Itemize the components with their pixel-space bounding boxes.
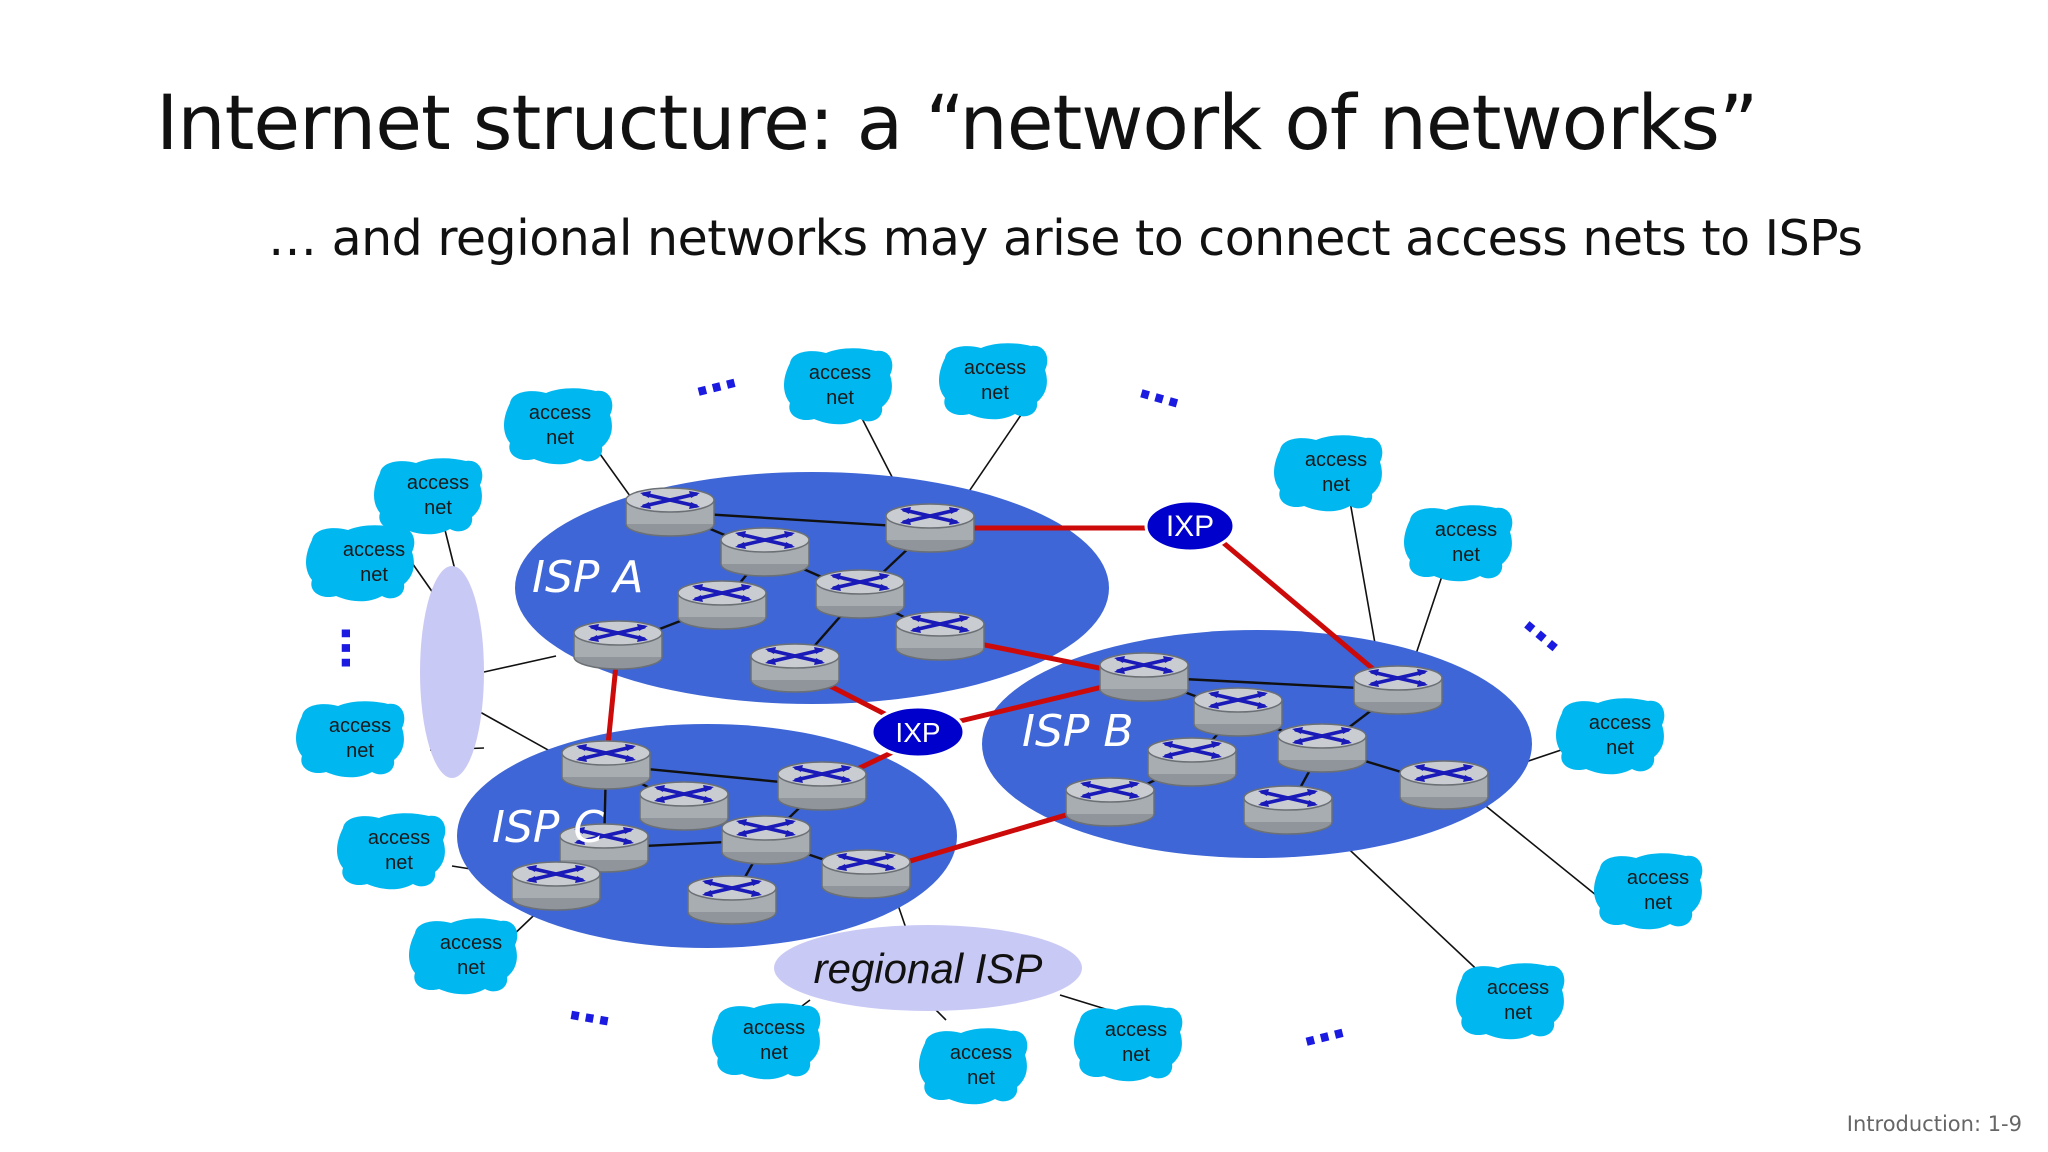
router [719,526,811,578]
access-net: access net [1074,1005,1183,1082]
access-net: access net [1404,505,1513,582]
access-net: access net [504,388,613,465]
access-net: access net [712,1003,821,1080]
router [1242,784,1334,836]
router [1146,736,1238,788]
ellipsis-right: … [1514,595,1580,662]
isp-c-label: ISP C [492,802,604,853]
slide-footer: Introduction: 1-9 [1846,1112,2022,1136]
router [820,848,912,900]
svg-text:net: net [360,564,388,586]
router [510,860,602,912]
access-net: access net [306,525,415,602]
svg-text:access: access [368,827,430,849]
router [638,780,730,832]
svg-text:access: access [964,357,1026,379]
access-net: access net [296,701,405,778]
svg-text:access: access [529,402,591,424]
regional-isp [774,925,1082,1011]
router [686,874,778,926]
slide-title: Internet structure: a “network of networ… [156,78,1758,167]
access-net: access net [337,813,446,890]
isp-b-label: ISP B [1022,706,1134,757]
svg-text:access: access [1589,712,1651,734]
svg-text:net: net [457,957,485,979]
router [1192,686,1284,738]
svg-text:net: net [1606,737,1634,759]
ellipsis-top-left: … [687,347,742,407]
access-net: access net [1274,435,1383,512]
router [572,619,664,671]
svg-text:net: net [1122,1044,1150,1066]
ixp-middle: IXP [870,705,966,759]
svg-text:net: net [760,1042,788,1064]
access-net: access net [1556,698,1665,775]
svg-text:access: access [440,932,502,954]
ixp-top: IXP [1144,499,1236,553]
svg-text:access: access [743,1017,805,1039]
svg-text:net: net [1452,544,1480,566]
svg-text:net: net [967,1067,995,1089]
svg-text:access: access [1435,519,1497,541]
ixp-top-label: IXP [1166,510,1214,543]
access-net: access net [1456,963,1565,1040]
ellipsis-bottom-left: … [565,979,617,1037]
router [884,502,976,554]
access-net: access net [1594,853,1703,930]
svg-text:net: net [424,497,452,519]
router [1064,776,1156,828]
svg-text:net: net [346,740,374,762]
svg-text:access: access [1305,449,1367,471]
router [894,610,986,662]
router [1098,651,1190,703]
router [624,486,716,538]
svg-text:net: net [1322,474,1350,496]
svg-text:access: access [343,539,405,561]
svg-text:net: net [1644,892,1672,914]
router [1398,759,1490,811]
router [1352,664,1444,716]
access-net: access net [784,348,893,425]
router [676,579,768,631]
ixp-middle-label: IXP [895,717,940,748]
router [1276,722,1368,774]
svg-text:access: access [1627,867,1689,889]
router [814,568,906,620]
ellipsis-top-right: … [1134,358,1190,419]
router [560,739,652,791]
svg-text:net: net [546,427,574,449]
ellipsis-left: … [310,626,361,670]
regional-isp-label: regional ISP [814,945,1043,992]
svg-text:net: net [826,387,854,409]
ellipsis-bottom-right: … [1295,997,1350,1057]
svg-text:net: net [385,852,413,874]
svg-text:access: access [329,715,391,737]
access-net: access net [919,1028,1028,1105]
access-net: access net [409,918,518,995]
svg-text:access: access [1105,1019,1167,1041]
regional-isp-left [420,566,484,778]
svg-text:net: net [1504,1002,1532,1024]
svg-text:access: access [809,362,871,384]
access-net: access net [374,458,483,535]
slide-subtitle: … and regional networks may arise to con… [268,210,1863,267]
isp-a-label: ISP A [532,552,644,603]
router [776,760,868,812]
router [720,814,812,866]
svg-text:access: access [1487,977,1549,999]
svg-text:net: net [981,382,1009,404]
access-net: access net [939,343,1048,420]
router [749,642,841,694]
svg-text:access: access [950,1042,1012,1064]
svg-text:access: access [407,472,469,494]
